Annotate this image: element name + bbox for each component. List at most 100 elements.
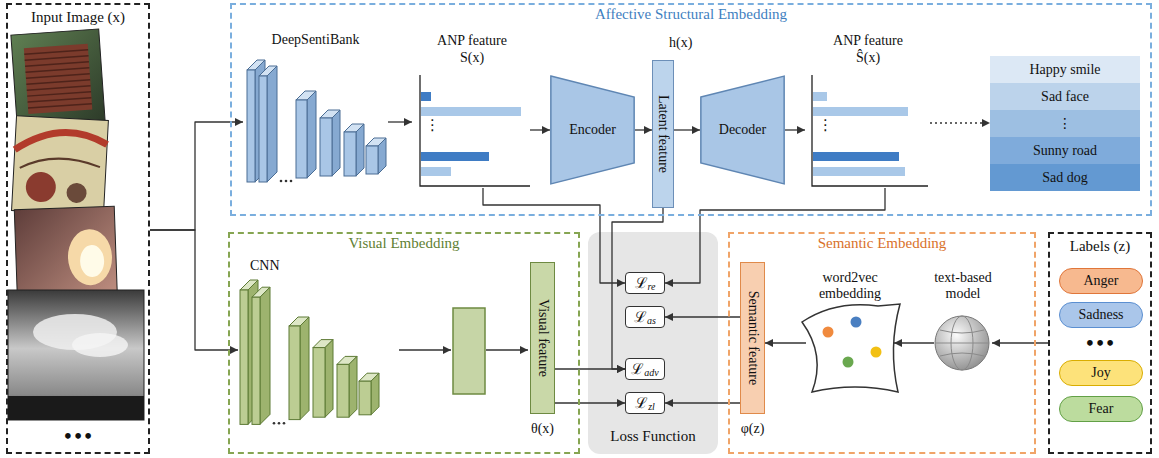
connector [555,368,625,369]
text-holder: Input Image (x) [8,9,148,26]
text-holder: h(x) [669,35,692,51]
ellipsis-dot [280,180,283,183]
feature-chart: ANP feature S(x)⋮ [412,32,530,188]
text-holder: Latent feature [655,95,671,173]
anp-band-text: ⋮ [1058,115,1072,131]
ellipsis-dot [285,180,288,183]
embedding-point [823,327,834,338]
label-text: word2vec embedding [819,270,881,301]
trapezoid-shape [701,76,784,184]
chart-bar [813,92,827,101]
chart-bar [813,167,905,176]
label-text: ℒ [635,274,648,292]
flow-arrow [486,349,528,350]
layer-front [320,118,332,176]
label-text: Encoder [569,122,616,137]
text-holder: Visual Embedding [230,235,578,252]
chart-axis [420,75,530,186]
layer-front [366,146,378,174]
layer-front [247,70,255,182]
ride-car [66,182,87,203]
loss-panel: Loss Functionℒreℒasℒadvℒzl [588,232,718,454]
embedding-block: word2vec embedding [806,270,894,394]
layer-side [300,317,309,420]
label-text: ℒ [635,394,648,412]
label-text: ANP feature S(x) [437,33,507,65]
cnn-block: CNN [238,258,398,444]
cloud [72,333,128,357]
label-text: as [647,315,656,326]
layer-side [378,138,386,174]
encoder-trapezoid: Encoder [550,75,635,185]
door-slat [28,98,92,102]
labels-panel: Labels (z)•••AngerSadnessJoyFear [1048,232,1152,454]
text-holder: Affective Structural Embedding [232,6,1150,23]
ellipsis-dot [290,180,293,183]
globe-latitude [940,330,984,356]
connector [530,129,550,130]
label-text: adv [644,367,658,378]
connector [785,129,805,130]
layer-front [359,381,371,415]
label-text: Loss Function [610,428,695,444]
decoder-trapezoid: Decoder [700,75,785,185]
text-holder: Decoder [700,122,785,138]
ellipsis-dot [278,422,281,425]
connector [930,122,990,123]
label-text: re [648,281,656,292]
chart-bar [421,107,521,116]
door-slat [25,62,89,66]
layer-front [289,326,300,420]
text-holder: ANP feature Ŝ(x) [820,32,916,66]
trapezoid-shape [551,76,634,184]
text-holder: zl [648,402,655,412]
door-slat [27,92,91,96]
ride-rail [20,156,100,172]
bar-chart [420,75,530,186]
cnn-block: DeepSentiBank [243,32,388,188]
label-text: DeepSentiBank [272,32,360,47]
text-holder: ℒ [634,310,647,325]
embedding-point [871,347,882,358]
chart-bar [813,107,908,116]
label-text: ANP feature Ŝ(x) [833,33,903,65]
globe-equator [935,343,989,344]
flame-core [80,245,105,278]
photo-door [11,29,105,127]
label-text: θ(x) [531,421,554,436]
label-text: Semantic feature [746,291,761,385]
text-holder: adv [644,368,658,378]
connector [555,402,625,403]
anp-list: Happy smileSad face⋮Sunny roadSad dog [990,56,1140,191]
text-holder: Loss Function [588,428,718,445]
globe [935,316,989,370]
door-slat [25,56,89,60]
text-holder: re [648,282,656,292]
text-holder: ℒ [631,362,644,377]
flow-arrow [399,349,451,350]
anp-band-text: Sad dog [1042,170,1088,185]
input-panel: Input Image (x) ••• [6,3,150,454]
layer-front [296,100,307,178]
text-holder: Encoder [550,122,635,138]
ride-track [15,130,108,155]
embedding-point [843,357,854,368]
layer-side [332,110,340,176]
label-text: Decoder [719,122,766,137]
connector [388,121,412,122]
cnn-drawing [240,280,379,425]
feature-bar: h(x)Latent feature [652,60,674,208]
label-pill: Joy [1059,360,1143,386]
label-text: ••• [63,427,94,446]
text-holder: CNN [250,258,280,274]
door-slat [26,80,90,84]
door-slat [26,68,90,72]
text-holder: text-based model [916,270,1010,302]
text-holder: θ(x) [519,421,566,437]
connector [674,129,700,130]
connector [150,230,238,350]
text-holder: Semantic feature [745,291,761,385]
layer-front [259,76,267,182]
connector [992,342,1048,343]
